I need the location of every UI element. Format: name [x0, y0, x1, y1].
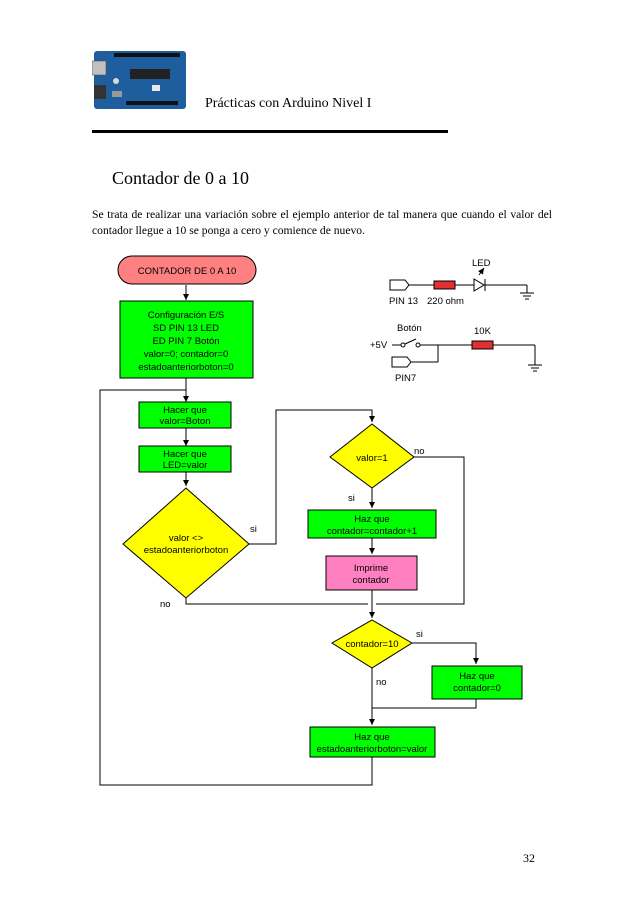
supply-label: +5V [370, 340, 388, 351]
read-button-line: valor=Boton [160, 416, 211, 427]
reset-process: Haz que contador=0 [431, 665, 523, 700]
counter-check-decision: contador=10 [331, 619, 413, 669]
valor-check-si-label: si [348, 493, 355, 504]
set-led-line: Hacer que [163, 449, 207, 460]
compare-si-label: si [250, 524, 257, 535]
config-line: Configuración E/S [148, 310, 225, 321]
intro-paragraph: Se trata de realizar una variación sobre… [92, 208, 552, 237]
start-terminal: CONTADOR DE 0 A 10 [117, 255, 257, 285]
read-button-process: Hacer que valor=Boton [138, 401, 232, 429]
counter-check-si-label: si [416, 629, 423, 640]
set-led-line: LED=valor [163, 460, 208, 471]
reset-line: contador=0 [453, 683, 501, 694]
config-line: SD PIN 13 LED [153, 323, 219, 334]
button-circuit [391, 338, 542, 372]
led-circuit [389, 267, 534, 300]
increment-line: contador=contador+1 [327, 526, 417, 537]
button-label: Botón [397, 323, 422, 334]
flowchart-connectors [99, 285, 479, 786]
reset-line: Haz que [459, 671, 494, 682]
compare-decision: valor <> estadoanteriorboton [122, 487, 250, 599]
save-state-process: Haz que estadoanteriorboton=valor [309, 726, 436, 758]
start-terminal-label: CONTADOR DE 0 A 10 [138, 266, 237, 277]
print-process: Imprime contador [325, 555, 418, 591]
increment-process: Haz que contador=contador+1 [307, 509, 437, 539]
print-line: contador [353, 575, 390, 586]
save-state-line: estadoanteriorboton=valor [317, 744, 428, 755]
set-led-process: Hacer que LED=valor [138, 445, 232, 473]
pin7-label: PIN7 [395, 373, 416, 384]
resistor1-label: 220 ohm [427, 296, 464, 307]
increment-line: Haz que [354, 514, 389, 525]
resistor2-label: 10K [474, 326, 492, 337]
arduino-board-image [92, 51, 186, 109]
counter-check-no-label: no [376, 677, 387, 688]
read-button-line: Hacer que [163, 405, 207, 416]
compare-line: valor <> [169, 533, 204, 544]
led-label: LED [472, 258, 491, 269]
counter-check-label: contador=10 [345, 639, 398, 650]
save-state-line: Haz que [354, 732, 389, 743]
section-title: Contador de 0 a 10 [112, 168, 249, 188]
config-line: estadoanteriorboton=0 [138, 362, 233, 373]
valor-check-decision: valor=1 [329, 423, 415, 489]
compare-no-label: no [160, 599, 171, 610]
valor-check-no-label: no [414, 446, 425, 457]
document-header: Prácticas con Arduino Nivel I [205, 96, 372, 111]
compare-line: estadoanteriorboton [144, 545, 229, 556]
config-line: valor=0; contador=0 [144, 349, 229, 360]
valor-check-label: valor=1 [356, 453, 387, 464]
page-number: 32 [523, 851, 535, 865]
print-line: Imprime [354, 563, 388, 574]
config-line: ED PIN 7 Botón [152, 336, 219, 347]
config-process: Configuración E/S SD PIN 13 LED ED PIN 7… [119, 300, 254, 379]
pin13-label: PIN 13 [389, 296, 418, 307]
header-rule [92, 130, 448, 133]
